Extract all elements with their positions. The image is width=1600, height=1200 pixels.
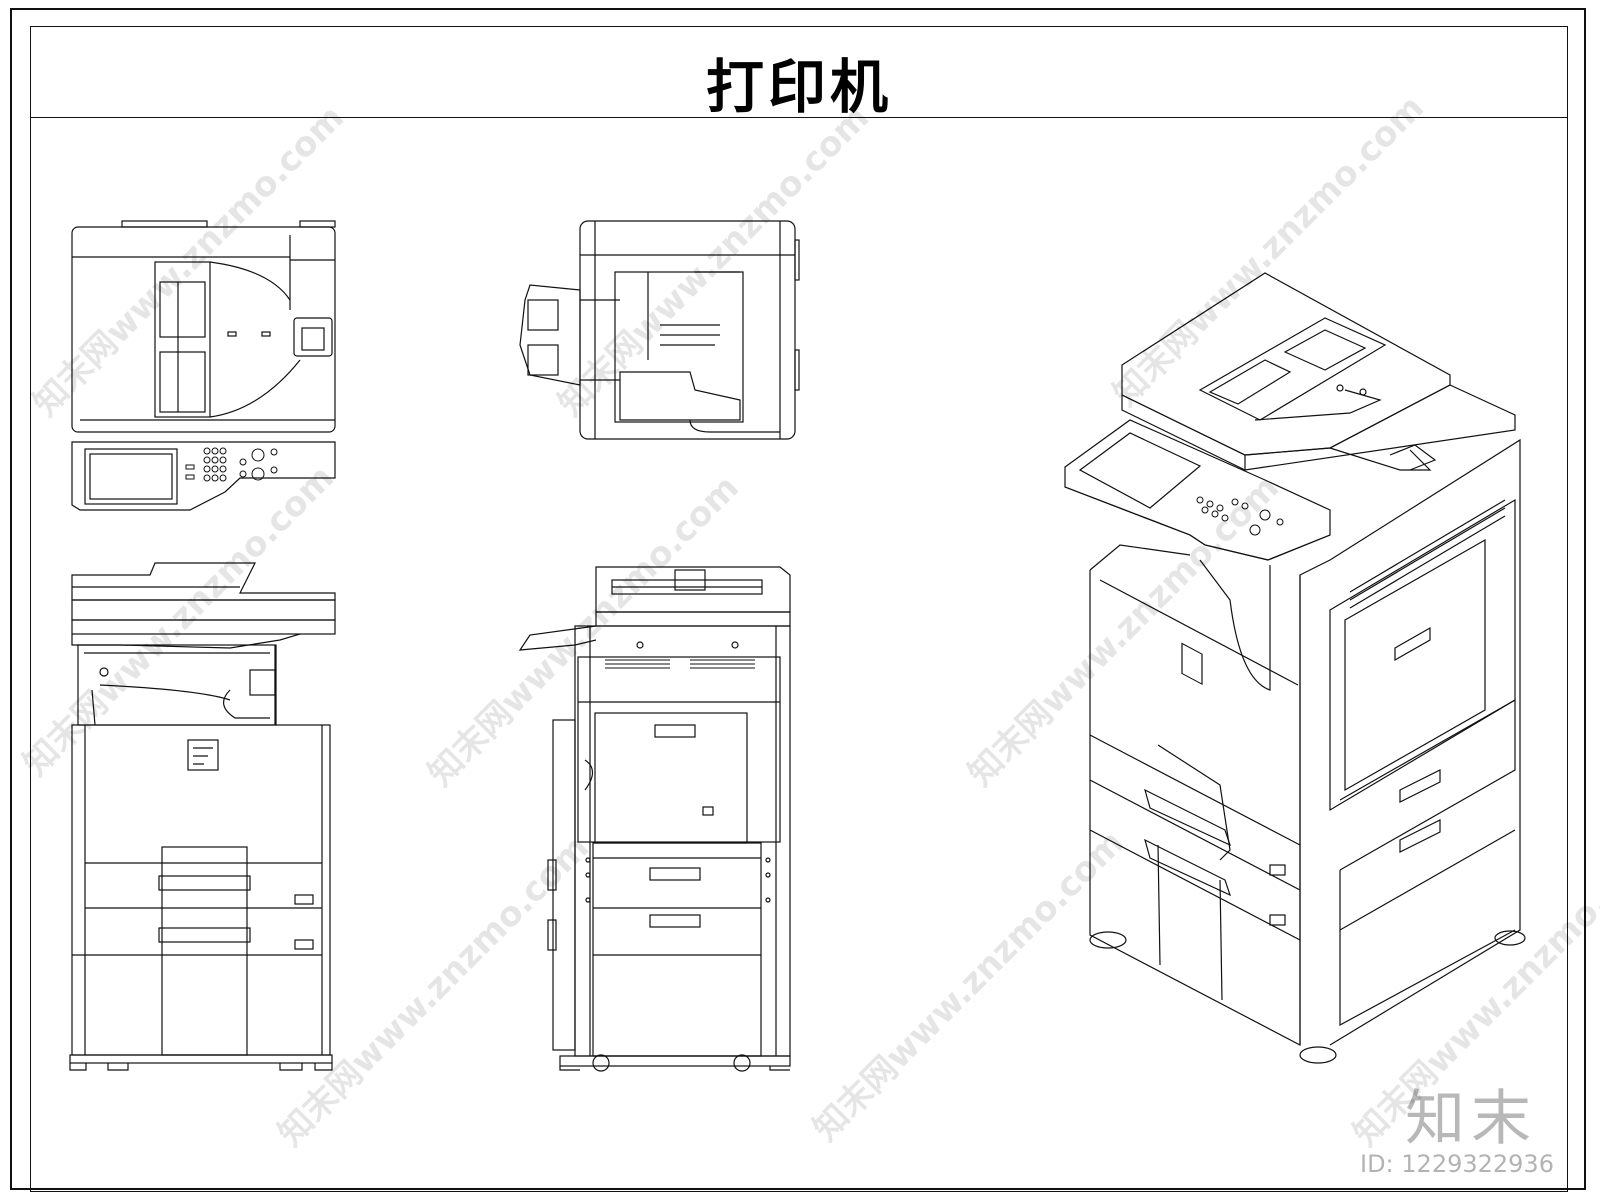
printer-side-elevation: [518, 566, 791, 1072]
printer-side-view-top: [519, 220, 800, 440]
watermark-brand: 知末: [1405, 1084, 1537, 1154]
drawing-title: 打印机: [705, 53, 892, 121]
drawing-border-inner: [30, 26, 1568, 1192]
drawing-border-outer: [10, 8, 1586, 1190]
printer-front-elevation: [69, 562, 336, 1071]
printer-isometric-view: [1064, 272, 1526, 1064]
printer-top-view: [71, 220, 336, 511]
title-block: 打印机: [30, 26, 1568, 121]
watermark-id: ID: 1229322936: [1360, 1150, 1554, 1178]
